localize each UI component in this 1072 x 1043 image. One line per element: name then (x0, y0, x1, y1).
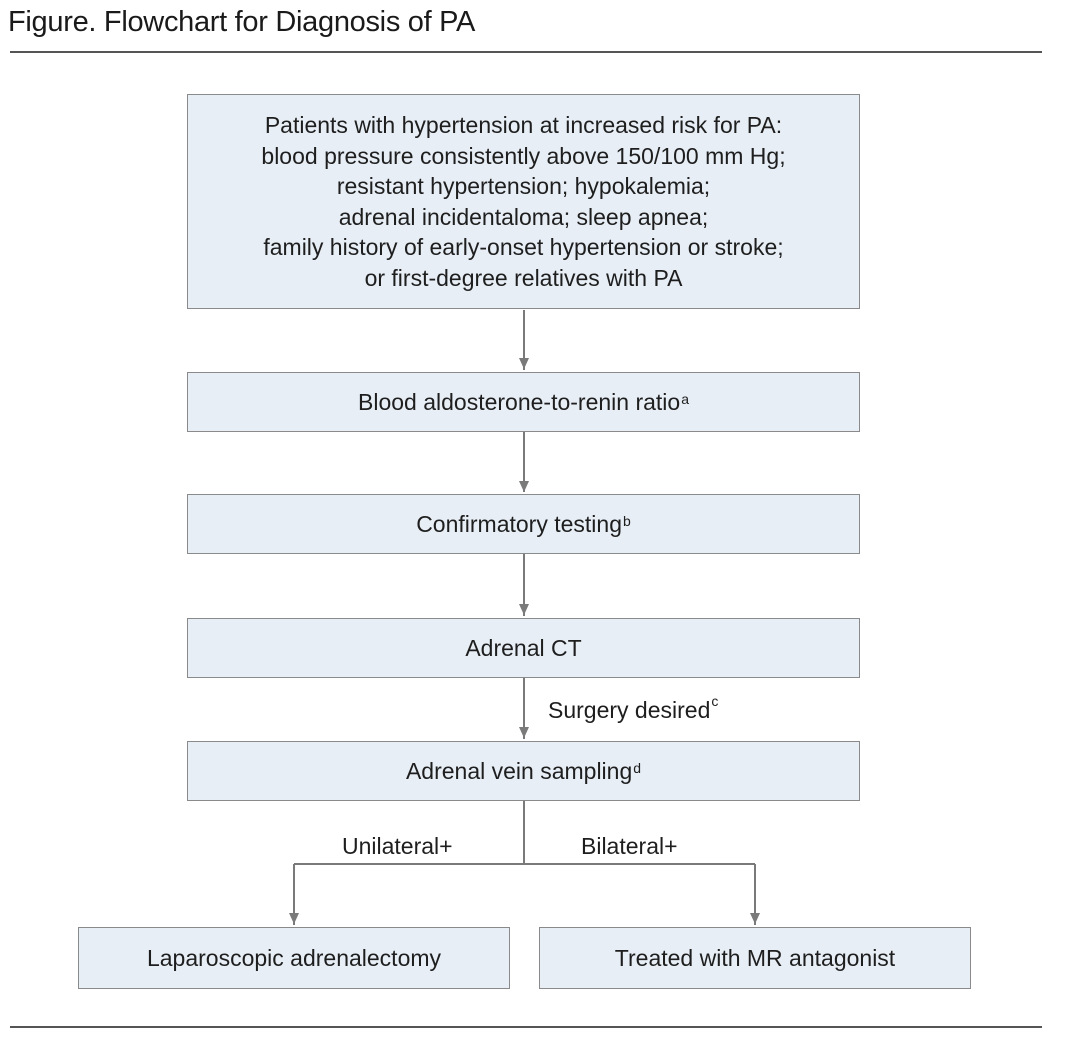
confirmatory-label: Confirmatory testing (416, 510, 622, 537)
adrenalectomy-node: Laparoscopic adrenalectomy (78, 927, 510, 989)
criteria-line: adrenal incidentaloma; sleep apnea; (338, 203, 709, 230)
top-rule (10, 51, 1042, 53)
mr-antagonist-label: Treated with MR antagonist (614, 944, 896, 971)
arrowhead-2 (519, 481, 529, 492)
criteria-node: Patients with hypertension at increased … (187, 94, 860, 309)
figure-title: Figure. Flowchart for Diagnosis of PA (8, 6, 476, 38)
arrowhead-3 (519, 604, 529, 615)
adrenalectomy-label: Laparoscopic adrenalectomy (146, 944, 442, 971)
surgery-desired-label: Surgery desiredc (548, 693, 719, 724)
criteria-line: family history of early-onset hypertensi… (263, 234, 784, 260)
adrenal-ct-node: Adrenal CT (187, 618, 860, 678)
unilateral-label: Unilateral+ (342, 833, 453, 859)
arrowhead-6 (750, 913, 760, 924)
criteria-line: resistant hypertension; hypokalemia; (336, 173, 711, 199)
adrenal-ct-label: Adrenal CT (465, 634, 582, 661)
criteria-line: Patients with hypertension at increased … (264, 112, 783, 138)
mr-antagonist-node: Treated with MR antagonist (539, 927, 971, 989)
criteria-line: blood pressure consistently above 150/10… (261, 142, 786, 169)
bilateral-label: Bilateral+ (581, 833, 678, 859)
criteria-line: or first-degree relatives with PA (364, 264, 683, 291)
bottom-rule (10, 1026, 1042, 1028)
surgery-footnote: c (711, 693, 719, 710)
avs-label: Adrenal vein sampling (405, 757, 633, 784)
arrowhead-5 (289, 913, 299, 924)
surgery-desired-text: Surgery desired (548, 697, 711, 723)
arrowhead-4 (519, 727, 529, 738)
arr-label: Blood aldosterone-to-renin ratio (358, 388, 681, 415)
arrowhead-1 (519, 358, 529, 369)
